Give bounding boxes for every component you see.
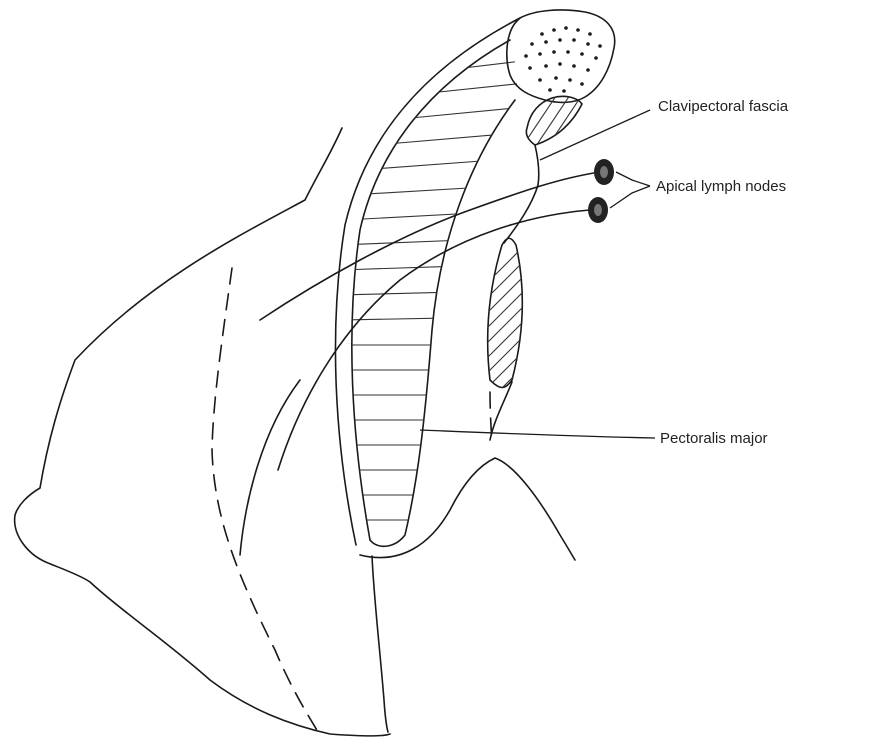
dashed-line-outer bbox=[212, 268, 318, 732]
pectoralis-inner-border bbox=[352, 40, 510, 540]
clavicle-dots bbox=[524, 26, 602, 93]
axilla-lower-line bbox=[372, 556, 388, 732]
label-apical-lymph-nodes: Apical lymph nodes bbox=[656, 178, 786, 195]
pectoralis-medial-border bbox=[370, 100, 515, 546]
breast-outline bbox=[15, 128, 390, 736]
leader-apical-node-lower bbox=[610, 186, 650, 208]
pectoralis-outer-border bbox=[335, 18, 520, 545]
lymph-vessel-upper bbox=[260, 172, 600, 320]
leader-apical-node-upper bbox=[616, 172, 650, 186]
subclavius-outline bbox=[526, 96, 582, 145]
clavipectoral-fascia-line bbox=[504, 145, 539, 243]
apical-lymph-node-upper bbox=[594, 159, 614, 185]
label-clavipectoral-fascia: Clavipectoral fascia bbox=[658, 98, 789, 115]
clavicle-outline bbox=[507, 10, 615, 102]
lymph-vessel-outer bbox=[240, 380, 300, 555]
pectoralis-hatching bbox=[340, 60, 530, 520]
leader-pectoralis-major bbox=[420, 430, 655, 438]
label-pectoralis-major: Pectoralis major bbox=[660, 430, 768, 447]
fascia-lower-line bbox=[490, 382, 512, 440]
apical-lymph-node-lower bbox=[588, 197, 608, 223]
